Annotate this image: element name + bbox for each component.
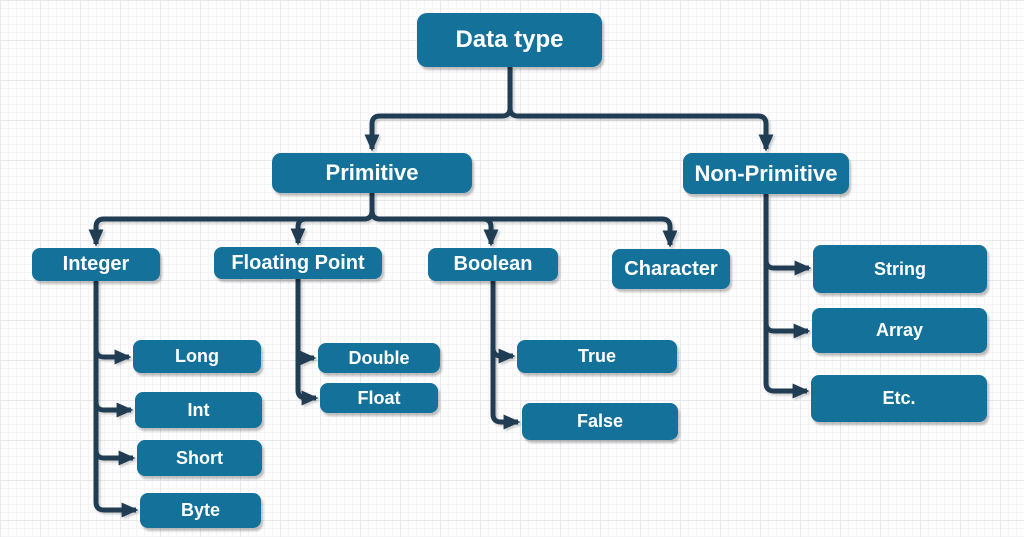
node-byte: Byte [140,493,261,528]
edge-boolean-true [490,281,516,364]
node-short: Short [137,440,262,476]
edge-integer-int [93,281,134,418]
edge-nonprimitive-array [763,194,811,339]
edge-primitive-floatingpoint [290,193,375,246]
edge-nonprimitive-string [763,194,812,276]
node-data-type: Data type [417,13,602,67]
edge-datatype-nonprimitive [507,67,774,152]
node-boolean: Boolean [428,248,558,281]
edge-integer-short [93,281,136,466]
node-long: Long [133,340,261,373]
node-array: Array [812,308,987,353]
node-floating-point: Floating Point [214,247,382,279]
node-non-primitive: Non-Primitive [683,153,849,194]
node-float: Float [320,383,438,413]
edge-datatype-primitive [364,67,513,152]
node-true: True [517,340,677,373]
node-etc: Etc. [811,375,987,422]
edge-integer-byte [93,281,139,518]
edge-primitive-character [369,193,678,248]
node-double: Double [318,343,440,373]
node-integer: Integer [32,248,160,281]
edge-floatingpoint-float [295,279,319,406]
node-int: Int [135,392,262,428]
edge-boolean-false [490,281,521,430]
node-primitive: Primitive [272,153,472,193]
edge-nonprimitive-etc [763,194,810,399]
node-false: False [522,403,678,440]
node-string: String [813,245,987,293]
edge-integer-long [93,281,132,365]
node-character: Character [612,249,730,289]
